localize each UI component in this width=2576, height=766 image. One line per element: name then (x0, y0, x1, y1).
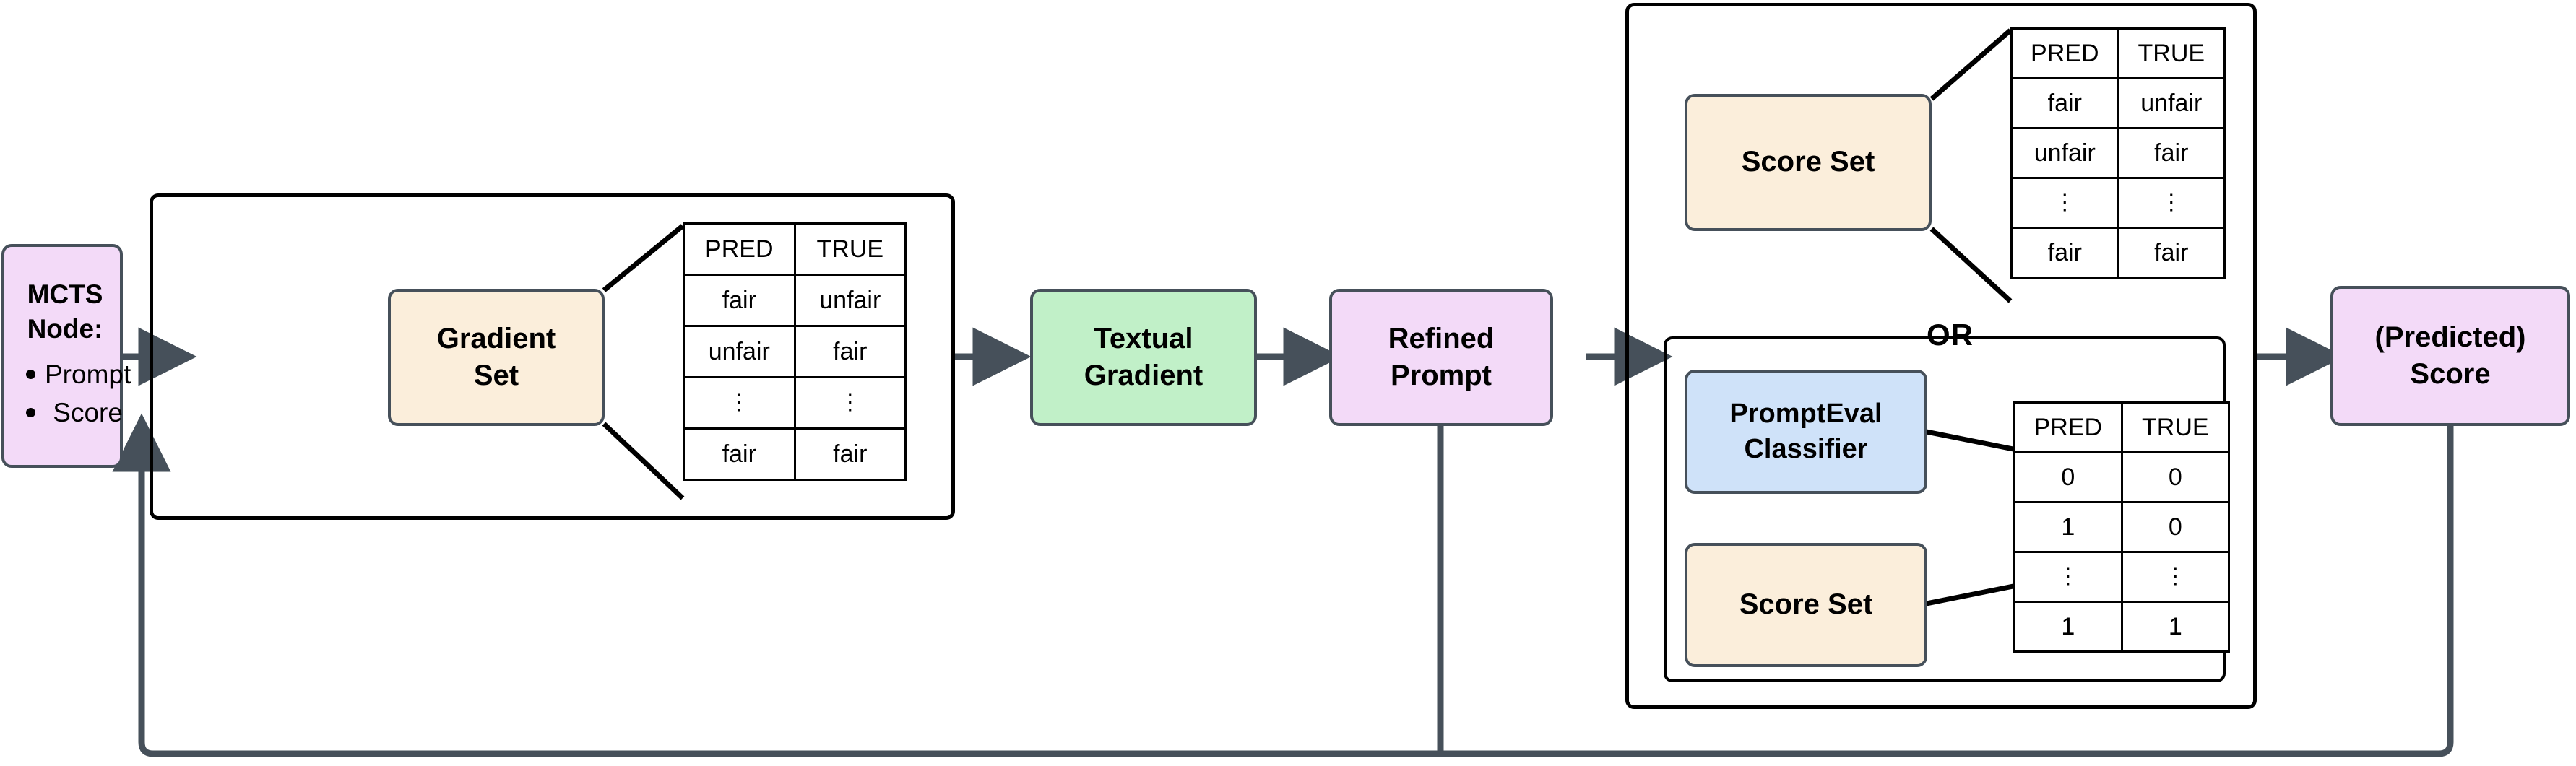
table-cell: 1 (2013, 501, 2123, 553)
node-refined-prompt[interactable]: Refined Prompt (1329, 289, 1553, 426)
node-score-set-top[interactable]: Score Set (1685, 94, 1932, 231)
mcts-bullet-prompt: Prompt (25, 357, 131, 391)
prompteval-label-line2: Classifier (1744, 434, 1868, 464)
table-row-ellipsis: ⋮ ⋮ (2010, 177, 2226, 229)
gradient-set-label-line1: Gradient (436, 322, 556, 354)
table-cell-ellipsis: ⋮ (793, 376, 907, 430)
node-gradient-set[interactable]: Gradient Set (388, 289, 605, 426)
node-score-set-bottom[interactable]: Score Set (1685, 543, 1927, 667)
mcts-bullet-list: Prompt Score (20, 353, 131, 435)
evaluation-stage-panel (1625, 3, 2257, 709)
table-gradient-set: PRED TRUE fair unfair unfair fair ⋮ ⋮ fa… (683, 222, 907, 481)
table-cell: 0 (2120, 501, 2231, 553)
table-cell-ellipsis: ⋮ (2117, 177, 2226, 229)
table-header-cell: TRUE (2117, 27, 2226, 79)
table-row: fair unfair (2010, 77, 2226, 129)
table-cell: fair (793, 427, 907, 481)
table-cell-ellipsis: ⋮ (2120, 551, 2231, 603)
table-cell: fair (2117, 127, 2226, 179)
table-cell: unfair (2117, 77, 2226, 129)
refined-prompt-label-line1: Refined (1388, 322, 1495, 354)
table-cell: fair (2010, 77, 2119, 129)
node-mcts[interactable]: MCTS Node: Prompt Score (1, 244, 131, 468)
textual-gradient-label-line2: Gradient (1084, 360, 1203, 391)
table-score-set-bottom: PRED TRUE 0 0 1 0 ⋮ ⋮ 1 1 (2013, 401, 2231, 653)
table-row: 1 1 (2013, 601, 2231, 653)
mcts-title: MCTS Node: (27, 279, 103, 344)
table-cell: fair (2117, 227, 2226, 279)
textual-gradient-label-line1: Textual (1094, 322, 1193, 354)
table-cell: unfair (2010, 127, 2119, 179)
table-row: fair unfair (683, 274, 907, 327)
table-row: 1 0 (2013, 501, 2231, 553)
table-header-row: PRED TRUE (683, 222, 907, 276)
node-predicted-score[interactable]: (Predicted) Score (2330, 286, 2570, 426)
table-header-row: PRED TRUE (2013, 401, 2231, 453)
node-textual-gradient[interactable]: Textual Gradient (1030, 289, 1257, 426)
table-cell: fair (2010, 227, 2119, 279)
table-cell: fair (793, 325, 907, 378)
node-prompteval-classifier[interactable]: PromptEval Classifier (1685, 370, 1927, 494)
table-header-row: PRED TRUE (2010, 27, 2226, 79)
table-row: fair fair (2010, 227, 2226, 279)
or-label: OR (1927, 318, 1974, 352)
gradient-set-label-line2: Set (473, 360, 519, 391)
table-header-cell: PRED (683, 222, 796, 276)
table-cell: fair (683, 274, 796, 327)
score-set-bottom-label: Score Set (1739, 588, 1873, 621)
table-cell-ellipsis: ⋮ (683, 376, 796, 430)
score-set-top-label: Score Set (1741, 146, 1875, 178)
table-cell: unfair (793, 274, 907, 327)
table-header-cell: TRUE (793, 222, 907, 276)
table-cell: unfair (683, 325, 796, 378)
table-cell: 1 (2120, 601, 2231, 653)
mcts-bullet-score: Score (25, 396, 131, 430)
table-cell: 0 (2013, 451, 2123, 503)
table-score-set-top: PRED TRUE fair unfair unfair fair ⋮ ⋮ fa… (2010, 27, 2226, 279)
table-cell-ellipsis: ⋮ (2013, 551, 2123, 603)
table-cell: 1 (2013, 601, 2123, 653)
refined-prompt-label-line2: Prompt (1391, 360, 1492, 391)
table-cell-ellipsis: ⋮ (2010, 177, 2119, 229)
table-header-cell: PRED (2010, 27, 2119, 79)
table-header-cell: PRED (2013, 401, 2123, 453)
gradient-stage-panel (150, 193, 955, 520)
predicted-score-label-line1: (Predicted) (2374, 321, 2526, 353)
table-cell: fair (683, 427, 796, 481)
table-row: fair fair (683, 427, 907, 481)
table-header-cell: TRUE (2120, 401, 2231, 453)
table-row-ellipsis: ⋮ ⋮ (683, 376, 907, 430)
table-row-ellipsis: ⋮ ⋮ (2013, 551, 2231, 603)
predicted-score-label-line2: Score (2410, 358, 2491, 390)
prompteval-label-line1: PromptEval (1729, 399, 1883, 430)
table-cell: 0 (2120, 451, 2231, 503)
table-row: 0 0 (2013, 451, 2231, 503)
table-row: unfair fair (683, 325, 907, 378)
table-row: unfair fair (2010, 127, 2226, 179)
